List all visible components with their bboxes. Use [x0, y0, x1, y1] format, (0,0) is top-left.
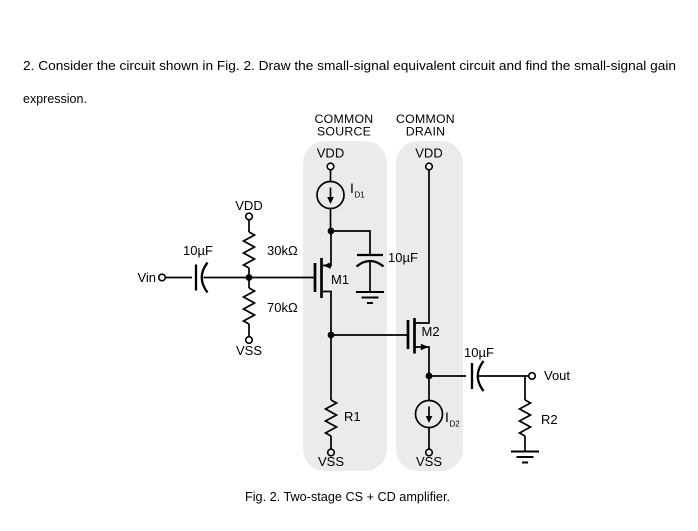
id1-symbol-label: I: [350, 180, 354, 196]
ground-symbol-load: [511, 450, 539, 464]
m2-source-lead: [414, 346, 430, 376]
problem-text-line-1: 2. Consider the circuit shown in Fig. 2.…: [23, 59, 676, 73]
problem-text-line-2: expression.: [23, 92, 87, 106]
vin-terminal: [157, 273, 167, 282]
r2-label: R2: [541, 412, 558, 427]
m1-transistor: M1: [313, 231, 349, 335]
gate-bias-network: VDD 30kΩ 70kΩ VSS: [235, 198, 298, 358]
vdd-bias-label: VDD: [235, 198, 262, 213]
ground-symbol-bypass: [356, 291, 384, 304]
resistor-30k: [241, 231, 257, 269]
vss-cd-terminal: [424, 448, 434, 457]
interstage-network: R1 VSS: [318, 331, 408, 469]
cout-curved-plate: [476, 360, 485, 392]
id2-arrow-head: [425, 416, 433, 423]
bias-junction-dot: [245, 274, 253, 281]
stage1-header-line2: SOURCE: [317, 125, 371, 139]
common-source-stage-region: [303, 141, 387, 471]
bypass-capacitor-branch: 10µF: [327, 227, 418, 304]
vin-label: Vin: [137, 270, 156, 285]
vout-terminal: [527, 371, 537, 381]
vdd-cd-terminal: [424, 162, 434, 171]
resistor-70k: [241, 287, 257, 325]
resistor-r2: [517, 399, 533, 437]
r1-label: R1: [344, 409, 361, 424]
vss-cs-label: VSS: [318, 454, 344, 469]
id1-arrow-head: [327, 197, 334, 204]
cbypass-curved-plate: [355, 259, 385, 268]
r30k-value-label: 30kΩ: [267, 243, 298, 258]
id2-symbol-label: I: [445, 409, 449, 425]
m1-drain-lead: [321, 290, 332, 335]
cbypass-value-label: 10µF: [388, 250, 418, 265]
resistor-r1: [323, 399, 339, 437]
m2-transistor: M2: [406, 169, 440, 376]
cin-value-label: 10µF: [183, 243, 213, 258]
cin-curved-plate: [200, 261, 209, 294]
m2-label: M2: [422, 324, 440, 339]
cout-value-label: 10µF: [464, 345, 494, 360]
vdd-cs-terminal: [326, 162, 335, 171]
input-coupling-capacitor: 10µF: [183, 243, 315, 294]
stage1-header-line1: COMMON: [315, 112, 374, 126]
stage2-header-line1: COMMON: [396, 112, 455, 126]
id2-current-source: I D2 VSS: [414, 372, 461, 469]
vdd-cs-label: VDD: [317, 146, 344, 161]
vss-cd-label: VSS: [416, 454, 442, 469]
id2-subscript-label: D2: [450, 420, 461, 429]
vss-bias-terminal: [244, 335, 254, 345]
id1-subscript-label: D1: [355, 191, 366, 200]
m2-source-arrow: [420, 343, 429, 351]
input-source: Vin: [137, 270, 192, 285]
stage2-header-line2: DRAIN: [406, 125, 446, 139]
vdd-cd-label: VDD: [415, 146, 442, 161]
output-load: Vout R2: [511, 368, 570, 464]
vdd-bias-terminal: [244, 212, 254, 221]
vout-label: Vout: [544, 368, 570, 383]
output-coupling-capacitor: 10µF: [429, 345, 529, 392]
vdd-cd-branch: VDD: [415, 146, 443, 171]
vss-bias-label: VSS: [236, 343, 262, 358]
m1-label: M1: [331, 272, 349, 287]
wire-node-to-cbypass: [331, 230, 371, 255]
m1-source-arrow: [323, 262, 331, 269]
id1-current-source: VDD I D1: [316, 146, 366, 231]
m2-drain-lead: [414, 169, 430, 324]
vss-cs-terminal: [326, 448, 336, 457]
figure-caption: Fig. 2. Two-stage CS + CD amplifier.: [245, 490, 450, 504]
r70k-value-label: 70kΩ: [267, 300, 298, 315]
